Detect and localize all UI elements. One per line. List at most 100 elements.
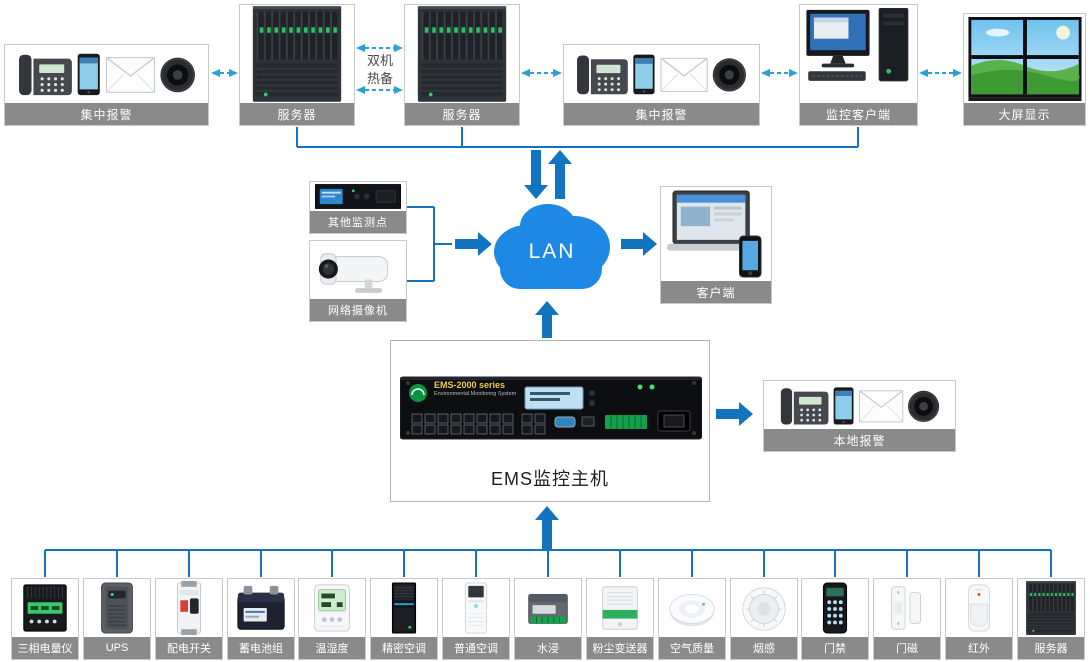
client-image	[661, 187, 771, 281]
power-meter-label: 三相电量仪	[12, 637, 78, 659]
node-temp-humidity: 温湿度	[298, 578, 366, 660]
local-alarm-label: 本地报警	[764, 429, 955, 451]
server-left-image	[240, 5, 354, 103]
node-alarm-left: 集中报警	[4, 44, 209, 126]
door-magnet-label: 门磁	[874, 637, 940, 659]
smoke-detector-label: 烟感	[731, 637, 797, 659]
infrared-label: 红外	[946, 637, 1012, 659]
monitor-client-label: 监控客户端	[800, 103, 917, 125]
air-quality-image	[659, 579, 725, 637]
video-wall-icon	[968, 17, 1082, 101]
access-control-image	[802, 579, 868, 637]
water-leak-label: 水浸	[515, 637, 581, 659]
big-screen-label: 大屏显示	[964, 103, 1085, 125]
client-label: 客户端	[661, 281, 771, 303]
alarm-devices-icon	[574, 50, 749, 98]
air-quality-label: 空气质量	[659, 637, 725, 659]
battery-image	[228, 579, 294, 637]
node-dust-sensor: 粉尘变送器	[586, 578, 654, 660]
circuit-breaker-icon	[162, 581, 216, 635]
server-rack-icon	[1025, 581, 1077, 635]
arrow-bus-to-lan-down	[524, 150, 548, 199]
battery-label: 蓄电池组	[228, 637, 294, 659]
breaker-image	[156, 579, 222, 637]
node-ups: UPS	[83, 578, 151, 660]
big-screen-image	[964, 14, 1085, 103]
alarm-right-label: 集中报警	[564, 103, 759, 125]
node-air-quality: 空气质量	[658, 578, 726, 660]
temp-humidity-label: 温湿度	[299, 637, 365, 659]
alarm-devices-icon	[780, 383, 940, 428]
access-control-label: 门禁	[802, 637, 868, 659]
ems-subtitle-text: Environmental Monitoring System	[434, 391, 517, 397]
dust-sensor-label: 粉尘变送器	[587, 637, 653, 659]
arrow-ems-to-lan-up	[535, 301, 559, 338]
arrow-ems-to-localalarm	[716, 402, 753, 426]
water-leak-image	[515, 579, 581, 637]
bracket-lines	[407, 206, 452, 282]
door-magnet-icon	[880, 581, 934, 635]
node-water-leak: 水浸	[514, 578, 582, 660]
node-power-meter: 三相电量仪	[11, 578, 79, 660]
arrow-lan-to-bus-up	[548, 150, 572, 199]
node-big-screen: 大屏显示	[963, 13, 1086, 126]
server-bottom-label: 服务器	[1018, 637, 1084, 659]
precision-ac-image	[371, 579, 437, 637]
normal-ac-image	[443, 579, 509, 637]
normal-ac-icon	[449, 581, 503, 635]
alarm-left-image	[5, 45, 208, 103]
power-meter-icon	[18, 581, 72, 635]
server-left-label: 服务器	[240, 103, 354, 125]
node-local-alarm: 本地报警	[763, 380, 956, 452]
node-alarm-right: 集中报警	[563, 44, 760, 126]
alarm-right-image	[564, 45, 759, 103]
other-monitor-points-label: 其他监测点	[310, 211, 406, 233]
server-rack-icon	[416, 6, 508, 102]
temp-humidity-icon	[305, 581, 359, 635]
lan-cloud	[494, 204, 610, 289]
temp-humidity-image	[299, 579, 365, 637]
door-magnet-image	[874, 579, 940, 637]
node-access-control: 门禁	[801, 578, 869, 660]
arrow-lan-to-client	[621, 232, 657, 256]
other-monitor-points-image	[310, 182, 406, 211]
server-right-image	[405, 5, 519, 103]
access-control-icon	[808, 581, 862, 635]
node-infrared: 红外	[945, 578, 1013, 660]
precision-ac-icon	[377, 581, 431, 635]
breaker-label: 配电开关	[156, 637, 222, 659]
node-monitor-client: 监控客户端	[799, 4, 918, 126]
ems-device-image: EMS-2000 series Environmental Monitoring…	[400, 371, 702, 447]
lan-label: LAN	[528, 240, 576, 263]
bottom-bus-line	[44, 549, 1052, 577]
node-smoke-detector: 烟感	[730, 578, 798, 660]
ems-host-label: EMS监控主机	[490, 469, 609, 489]
air-quality-icon	[665, 581, 719, 635]
bullet-camera-icon	[315, 245, 401, 295]
node-server-bottom: 服务器	[1017, 578, 1085, 660]
infrared-sensor-icon	[952, 581, 1006, 635]
top-bus-line	[296, 127, 859, 148]
ups-image	[84, 579, 150, 637]
node-server-right: 服务器	[404, 4, 520, 126]
arrow-bus-to-ems-up	[535, 506, 559, 549]
server-bottom-image	[1018, 579, 1084, 637]
water-leak-icon	[521, 581, 575, 635]
node-breaker: 配电开关	[155, 578, 223, 660]
ems-model-text: EMS-2000 series	[434, 380, 506, 390]
dust-sensor-image	[587, 579, 653, 637]
local-alarm-image	[764, 381, 955, 429]
node-network-camera: 网络摄像机	[309, 240, 407, 322]
node-server-left: 服务器	[239, 4, 355, 126]
desktop-pc-icon	[806, 8, 912, 100]
rack-monitor-icon	[315, 184, 401, 209]
node-normal-ac: 普通空调	[442, 578, 510, 660]
server-right-label: 服务器	[405, 103, 519, 125]
network-camera-image	[310, 241, 406, 299]
network-camera-label: 网络摄像机	[310, 299, 406, 321]
ups-label: UPS	[84, 637, 150, 659]
infrared-image	[946, 579, 1012, 637]
smoke-detector-icon	[737, 581, 791, 635]
